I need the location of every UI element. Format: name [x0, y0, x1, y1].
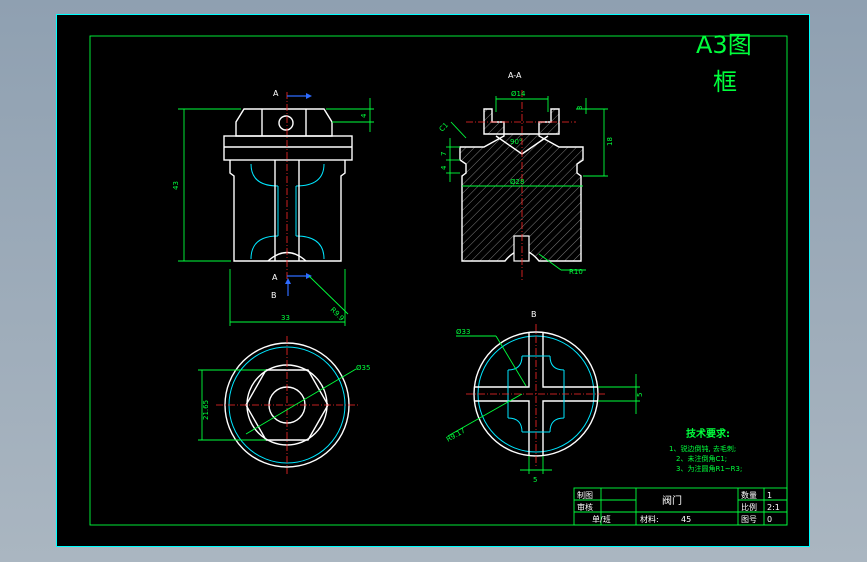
- dim-b-slot-2: 5: [533, 476, 537, 484]
- frame-title-1: A3图: [696, 31, 752, 59]
- tech-item-3: 3、为注圆角R1~R3;: [676, 464, 742, 473]
- section-view: [446, 90, 608, 280]
- tech-item-1: 1、锐边倒钝, 去毛刺;: [669, 444, 736, 453]
- tb-part-name: 阀门: [662, 494, 682, 507]
- view-b: [447, 324, 640, 474]
- dim-front-width: 33: [281, 314, 290, 322]
- tb-check: 审核: [577, 502, 593, 512]
- dim-section-height: 18: [606, 137, 614, 146]
- dim-top-phi: Ø35: [356, 364, 370, 372]
- dim-top-width: 21.65: [202, 400, 210, 420]
- tb-scale-value: 2:1: [767, 503, 780, 512]
- top-view: [198, 336, 358, 474]
- tb-drawing-no-label: 图号: [741, 515, 757, 524]
- section-label: A-A: [508, 71, 522, 80]
- tech-heading: 技术要求:: [686, 427, 730, 440]
- dim-b-slot: 5: [636, 393, 644, 397]
- tb-qty-value: 1: [767, 491, 772, 500]
- tb-qty-label: 数量: [741, 490, 757, 500]
- dim-phi14: Ø14: [511, 90, 526, 98]
- dim-section-3: 3: [576, 106, 584, 110]
- dim-b-radius: R9.17: [445, 427, 467, 444]
- tb-draw: 制图: [577, 490, 593, 500]
- dim-section-angle: 90°: [510, 138, 522, 146]
- dim-section-7: 7: [440, 152, 448, 156]
- view-arrow-b: B: [271, 291, 277, 300]
- tb-material-value: 45: [681, 515, 691, 524]
- dim-section-chamfer: C1: [438, 121, 450, 133]
- frame-title-2: 框: [713, 68, 737, 96]
- tb-material-label: 材料:: [640, 514, 659, 524]
- tech-item-2: 2、未注倒角C1;: [676, 454, 727, 463]
- outer-frame: [56, 14, 810, 547]
- front-view: [178, 92, 374, 326]
- dim-section-radius: R10: [569, 268, 583, 276]
- dim-front-top: 4: [360, 113, 368, 118]
- dim-section-4: 4: [440, 165, 448, 170]
- drawing-sheet[interactable]: A3图 框: [56, 14, 810, 547]
- dim-front-radius: R9.9: [329, 306, 346, 323]
- title-block: [573, 487, 788, 526]
- section-arrow-a-bottom: A: [272, 273, 278, 282]
- tb-dept: 单/班: [592, 514, 611, 524]
- dim-b-phi: Ø33: [456, 328, 470, 336]
- tb-scale-label: 比例: [741, 502, 757, 512]
- dim-phi28: Ø28: [510, 178, 524, 186]
- tb-drawing-no-value: 0: [767, 515, 772, 524]
- view-b-label: B: [531, 310, 537, 319]
- drawing-canvas: A3图 框: [56, 14, 810, 547]
- section-arrow-a-top: A: [273, 89, 279, 98]
- inner-frame: [89, 35, 788, 526]
- dim-front-height: 43: [172, 181, 180, 190]
